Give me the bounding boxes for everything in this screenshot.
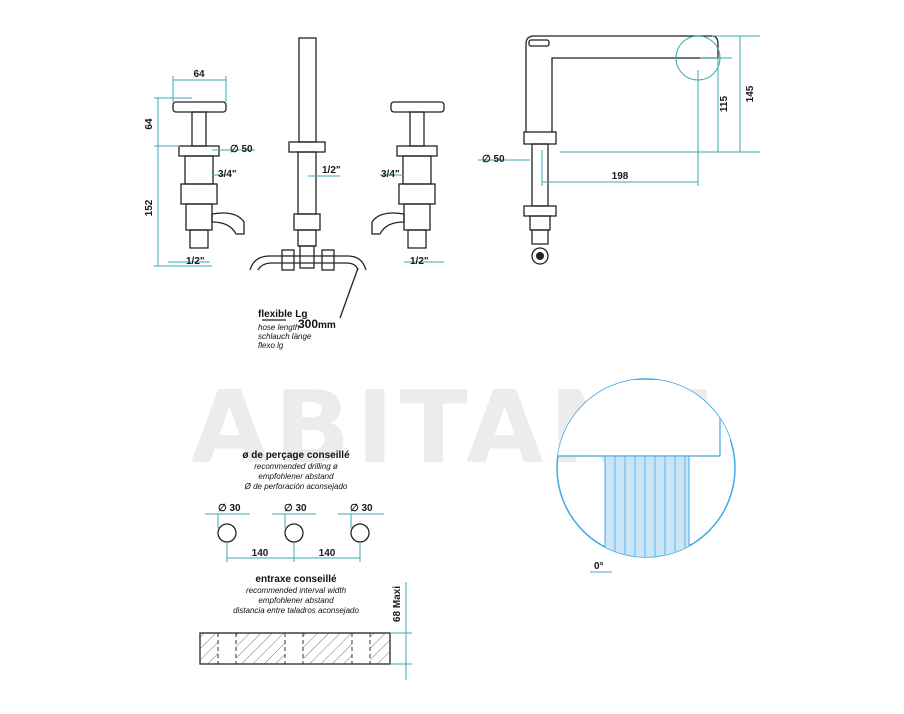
spacing-2: 140 <box>319 548 336 559</box>
hose-line-1: hose length <box>258 323 300 332</box>
side-view: 145 115 ∅ 50 198 <box>478 35 760 265</box>
hose-title: flexible Lg <box>258 309 307 320</box>
interval-section: entraxe conseillé recommended interval w… <box>199 574 412 680</box>
drilling-line-1: recommended drilling ø <box>254 462 338 471</box>
thread-right-upper: 3/4" <box>381 169 400 180</box>
drilling-line-3: Ø de perforación aconsejado <box>244 482 348 491</box>
left-valve <box>172 101 245 249</box>
drilling-line-2: empfohlener abstand <box>258 472 334 481</box>
side-dimension-lines <box>478 35 760 186</box>
interval-title: entraxe conseillé <box>255 574 337 585</box>
dim-diameter-50-side: ∅ 50 <box>482 154 505 165</box>
interval-line-1: recommended interval width <box>246 586 347 595</box>
hose-line-2: schlauch länge <box>258 332 312 341</box>
hose-manifold <box>249 245 367 271</box>
interval-line-2: empfohlener abstand <box>258 596 334 605</box>
drilling-title: ø de perçage conseillé <box>242 450 350 461</box>
detail-angle: 0° <box>594 561 604 572</box>
thread-right-lower: 1/2" <box>410 256 429 267</box>
drilling-section: ø de perçage conseillé recommended drill… <box>205 450 384 562</box>
hole-label-3: ∅ 30 <box>350 503 373 514</box>
drilling-dimension-lines <box>205 513 384 562</box>
hose-note: flexible Lg hose length schlauch länge f… <box>258 267 359 350</box>
hole-label-2: ∅ 30 <box>284 503 307 514</box>
thread-left-upper: 3/4" <box>218 169 237 180</box>
dim-total-height: 152 <box>144 199 155 216</box>
dim-handle-height: 64 <box>144 118 155 130</box>
dim-height-outer: 145 <box>745 85 756 102</box>
interval-max-thickness: 68 Maxi <box>392 586 403 622</box>
thread-spout: 1/2" <box>322 165 341 176</box>
hose-line-3: flexo lg <box>258 341 284 350</box>
right-valve <box>371 101 445 249</box>
front-dimension-lines <box>154 76 444 267</box>
interval-line-3: distancia entre taladros aconsejado <box>233 606 359 615</box>
spout-column <box>288 37 326 247</box>
front-view: 64 64 152 ∅ 50 3/4" 1/2" 1/2" 3/4" 1/2" <box>144 37 445 271</box>
dim-height-inner: 115 <box>719 95 730 112</box>
thread-left-lower: 1/2" <box>186 256 205 267</box>
spacing-1: 140 <box>252 548 269 559</box>
dim-handle-width: 64 <box>193 69 205 80</box>
dim-diameter-50-front: ∅ 50 <box>230 144 253 155</box>
hose-length: 300mm <box>298 317 336 331</box>
dim-reach: 198 <box>612 171 629 182</box>
hole-label-1: ∅ 30 <box>218 503 241 514</box>
